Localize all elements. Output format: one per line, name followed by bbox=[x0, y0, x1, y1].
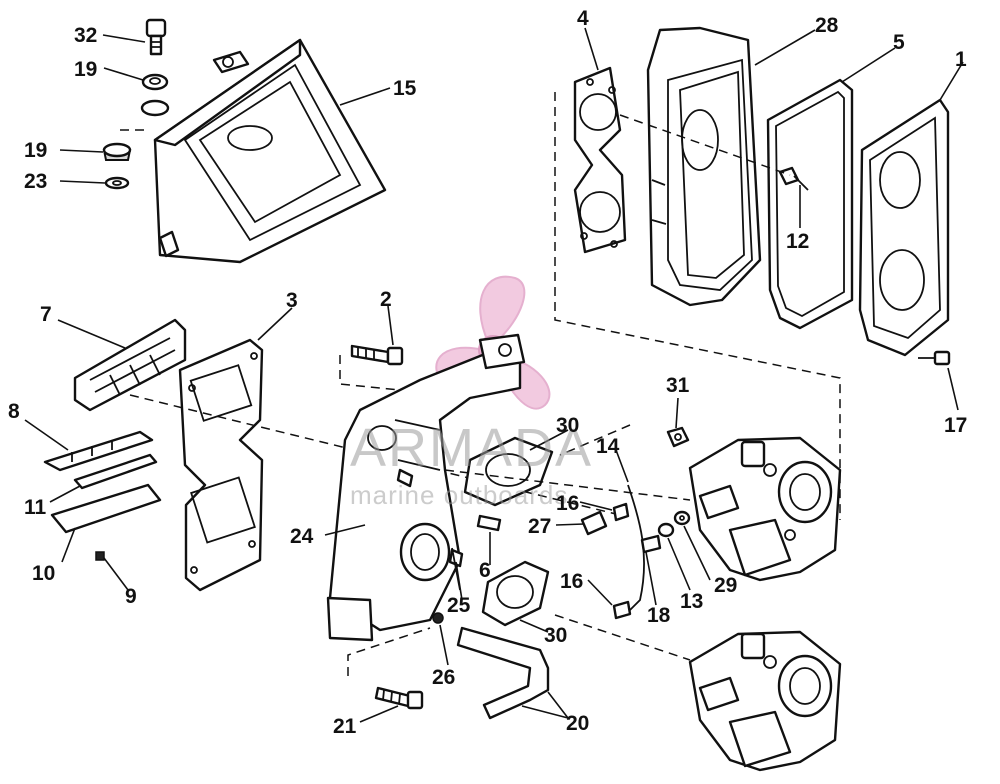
callout-21: 21 bbox=[333, 715, 357, 738]
callout-32: 32 bbox=[74, 24, 97, 47]
carburetor-upper bbox=[688, 436, 842, 582]
callout-17: 17 bbox=[944, 414, 967, 437]
part-20-hose bbox=[456, 626, 550, 720]
part-1-cover bbox=[858, 98, 950, 357]
alignment-line-bolt-21 bbox=[347, 627, 431, 676]
callout-5: 5 bbox=[893, 31, 905, 54]
part-8-reed-petal bbox=[43, 430, 154, 472]
alignment-line-upper-right bbox=[554, 92, 841, 520]
propeller-blade-top bbox=[479, 275, 526, 344]
part-19-grommet-upper bbox=[140, 73, 170, 117]
callout-31: 31 bbox=[666, 374, 690, 397]
callout-30-lower: 30 bbox=[544, 624, 567, 647]
alignment-line-bolt-2 bbox=[339, 355, 421, 393]
callout-3: 3 bbox=[286, 289, 298, 312]
part-7-reed-block bbox=[73, 318, 187, 412]
callout-8: 8 bbox=[8, 400, 20, 423]
callout-4: 4 bbox=[577, 7, 589, 30]
part-11-reed-stop bbox=[73, 453, 158, 490]
callout-12: 12 bbox=[786, 230, 809, 253]
part-9-screw bbox=[95, 551, 105, 561]
part-28-airbox-base bbox=[646, 26, 762, 307]
part-16-fitting-upper bbox=[612, 502, 630, 522]
part-16-fitting-lower bbox=[612, 600, 632, 620]
callout-13: 13 bbox=[680, 590, 703, 613]
alignment-line-lower-carb bbox=[554, 614, 691, 661]
callout-16-upper: 16 bbox=[556, 492, 579, 515]
callout-19-upper: 19 bbox=[74, 58, 97, 81]
callout-27: 27 bbox=[528, 515, 551, 538]
part-3-gasket bbox=[178, 338, 264, 592]
callout-30-upper: 30 bbox=[556, 414, 579, 437]
watermark-text: ARMADA marine outboards bbox=[350, 418, 593, 510]
callout-23: 23 bbox=[24, 170, 47, 193]
part-5-gasket bbox=[766, 78, 854, 330]
part-13-washer bbox=[657, 522, 675, 538]
carburetor-lower bbox=[688, 630, 842, 772]
part-19-grommet-lower bbox=[102, 142, 132, 161]
callout-11: 11 bbox=[24, 496, 47, 519]
callout-18: 18 bbox=[647, 604, 671, 627]
alignment-line-12 bbox=[619, 114, 791, 176]
watermark-brand: ARMADA bbox=[350, 418, 593, 478]
part-15-silencer-cover bbox=[120, 38, 387, 264]
callout-26: 26 bbox=[432, 666, 455, 689]
callout-16-lower: 16 bbox=[560, 570, 583, 593]
callout-25: 25 bbox=[447, 594, 471, 617]
part-14-fuel-line bbox=[627, 484, 645, 613]
part-17-screw bbox=[918, 350, 951, 366]
part-32-screw bbox=[145, 18, 167, 56]
part-31-nut bbox=[666, 426, 690, 448]
callout-10: 10 bbox=[32, 562, 55, 585]
part-21-bolt bbox=[374, 686, 424, 710]
callout-14: 14 bbox=[596, 435, 620, 458]
part-10-reed-plate bbox=[50, 483, 162, 534]
callout-6: 6 bbox=[479, 559, 491, 582]
part-30-gasket-upper bbox=[463, 436, 554, 507]
callout-7: 7 bbox=[40, 303, 52, 326]
part-26-plug bbox=[432, 612, 444, 624]
part-30-gasket-lower bbox=[481, 560, 550, 627]
callout-28: 28 bbox=[815, 14, 839, 37]
watermark-tagline: marine outboards bbox=[350, 480, 568, 510]
part-4-gasket bbox=[573, 66, 627, 254]
part-27-clip bbox=[580, 510, 608, 536]
callout-2: 2 bbox=[380, 288, 392, 311]
alignment-line-reeds bbox=[129, 394, 621, 516]
callout-9: 9 bbox=[125, 585, 137, 608]
part-23-washer bbox=[104, 176, 130, 190]
callout-29: 29 bbox=[714, 574, 737, 597]
alignment-line-upper-carb bbox=[444, 469, 691, 501]
alignment-line-31 bbox=[559, 424, 631, 456]
part-2-bolt bbox=[350, 344, 404, 366]
callout-20: 20 bbox=[566, 712, 589, 735]
leader-lines bbox=[24, 27, 964, 723]
callout-19-lower: 19 bbox=[24, 139, 47, 162]
part-18-screw bbox=[640, 534, 662, 554]
callout-15: 15 bbox=[393, 77, 417, 100]
part-29-nut bbox=[673, 510, 691, 526]
callout-24: 24 bbox=[290, 525, 314, 548]
callout-labels: 32 19 19 23 15 4 28 5 1 12 17 7 3 2 8 11… bbox=[8, 7, 967, 738]
callout-1: 1 bbox=[955, 48, 967, 71]
part-6-screw bbox=[476, 514, 502, 532]
part-12-screw bbox=[778, 166, 809, 191]
part-24-intake-manifold bbox=[326, 333, 526, 642]
